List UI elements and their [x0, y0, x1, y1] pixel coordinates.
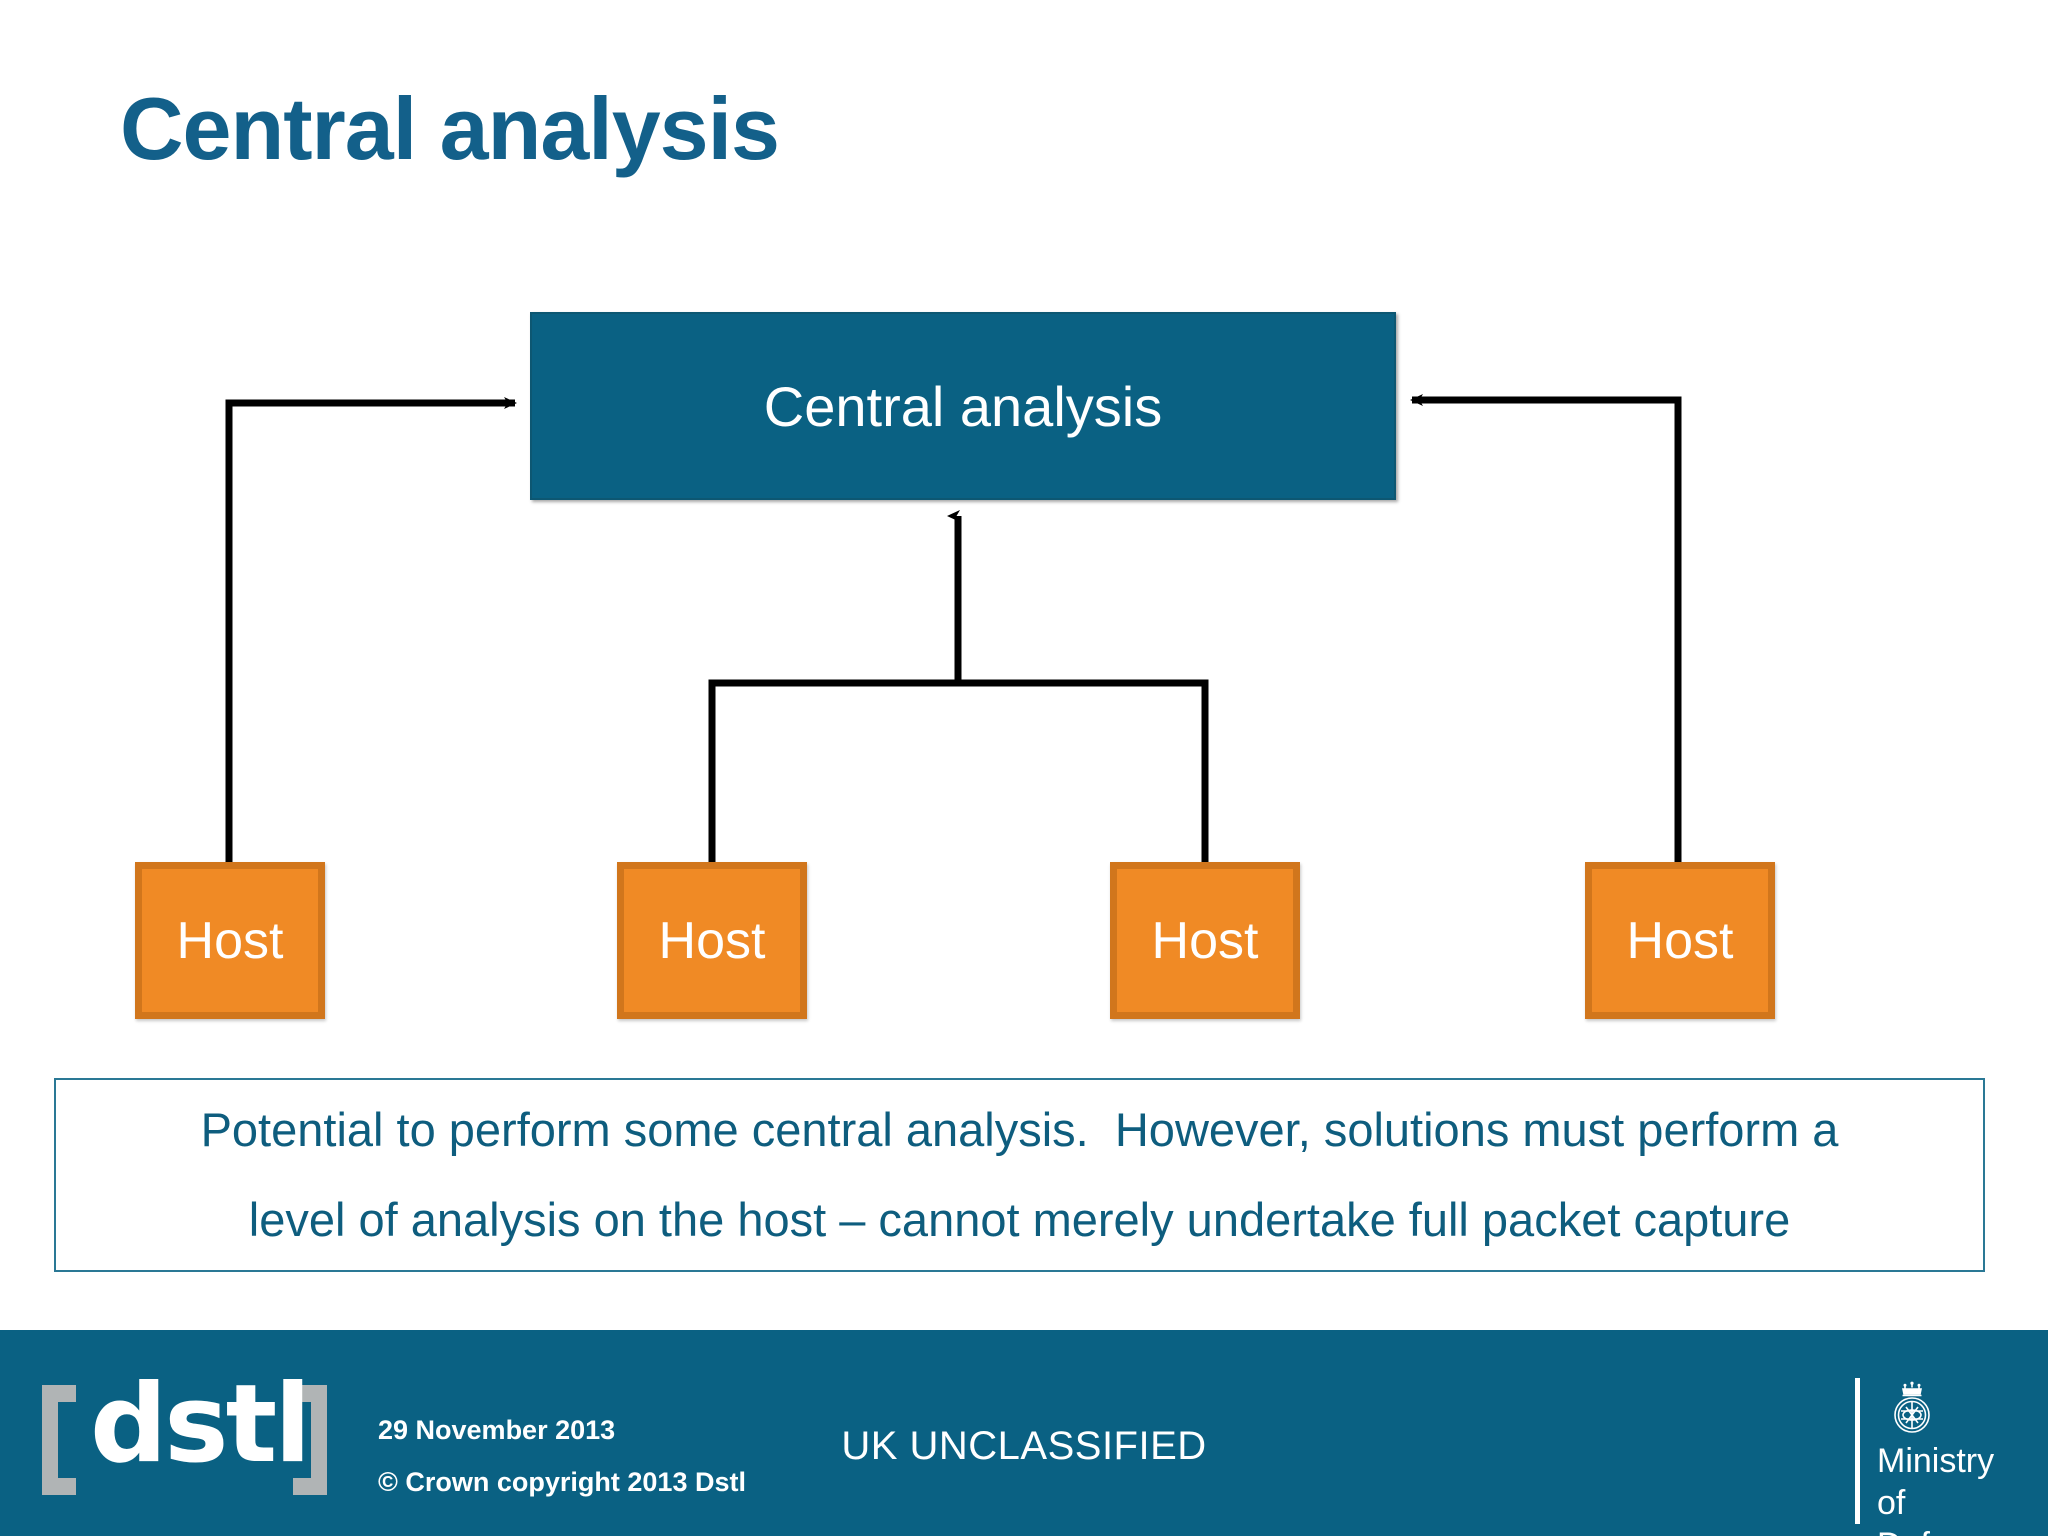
caption-line-1: Potential to perform some central analys… — [200, 1103, 1839, 1156]
mod-rule-divider — [1855, 1378, 1860, 1524]
node-host-4-label: Host — [1626, 911, 1734, 970]
bracket-right-icon — [293, 1385, 327, 1495]
node-host-3-label: Host — [1151, 911, 1259, 970]
mod-wordmark: Ministry of Defence — [1877, 1442, 2004, 1536]
footer-meta: 29 November 2013 © Crown copyright 2013 … — [378, 1404, 746, 1508]
footer-copyright: © Crown copyright 2013 Dstl — [378, 1467, 746, 1497]
node-host-1[interactable]: Host — [135, 862, 325, 1019]
node-central-analysis-label: Central analysis — [763, 374, 1163, 438]
dstl-logo: dstl — [42, 1371, 327, 1495]
connector-host4 — [1410, 394, 1682, 862]
node-central-analysis[interactable]: Central analysis — [530, 312, 1396, 500]
dstl-wordmark: dstl — [90, 1362, 311, 1487]
node-host-2-label: Host — [658, 911, 766, 970]
connector-lines — [225, 394, 1682, 862]
bracket-left-icon — [42, 1385, 76, 1495]
footer-date: 29 November 2013 — [378, 1415, 616, 1445]
ministry-of-defence-logo: Ministry of Defence — [1855, 1378, 2030, 1536]
connector-host2-host3-bus — [708, 510, 1209, 862]
classification-marking: UK UNCLASSIFIED — [841, 1424, 1207, 1468]
node-host-1-label: Host — [176, 911, 284, 970]
caption-box: Potential to perform some central analys… — [54, 1078, 1985, 1272]
node-host-2[interactable]: Host — [617, 862, 807, 1019]
diagram-canvas: Central analysis Host Host Host Host — [135, 312, 1775, 1019]
footer-bar — [0, 1330, 2048, 1536]
node-host-3[interactable]: Host — [1110, 862, 1300, 1019]
node-host-4[interactable]: Host — [1585, 862, 1775, 1019]
connector-host1 — [225, 397, 517, 862]
royal-crest-icon — [1894, 1381, 1930, 1433]
page-title: Central analysis — [120, 79, 780, 178]
caption-line-2: level of analysis on the host – cannot m… — [248, 1193, 1791, 1246]
